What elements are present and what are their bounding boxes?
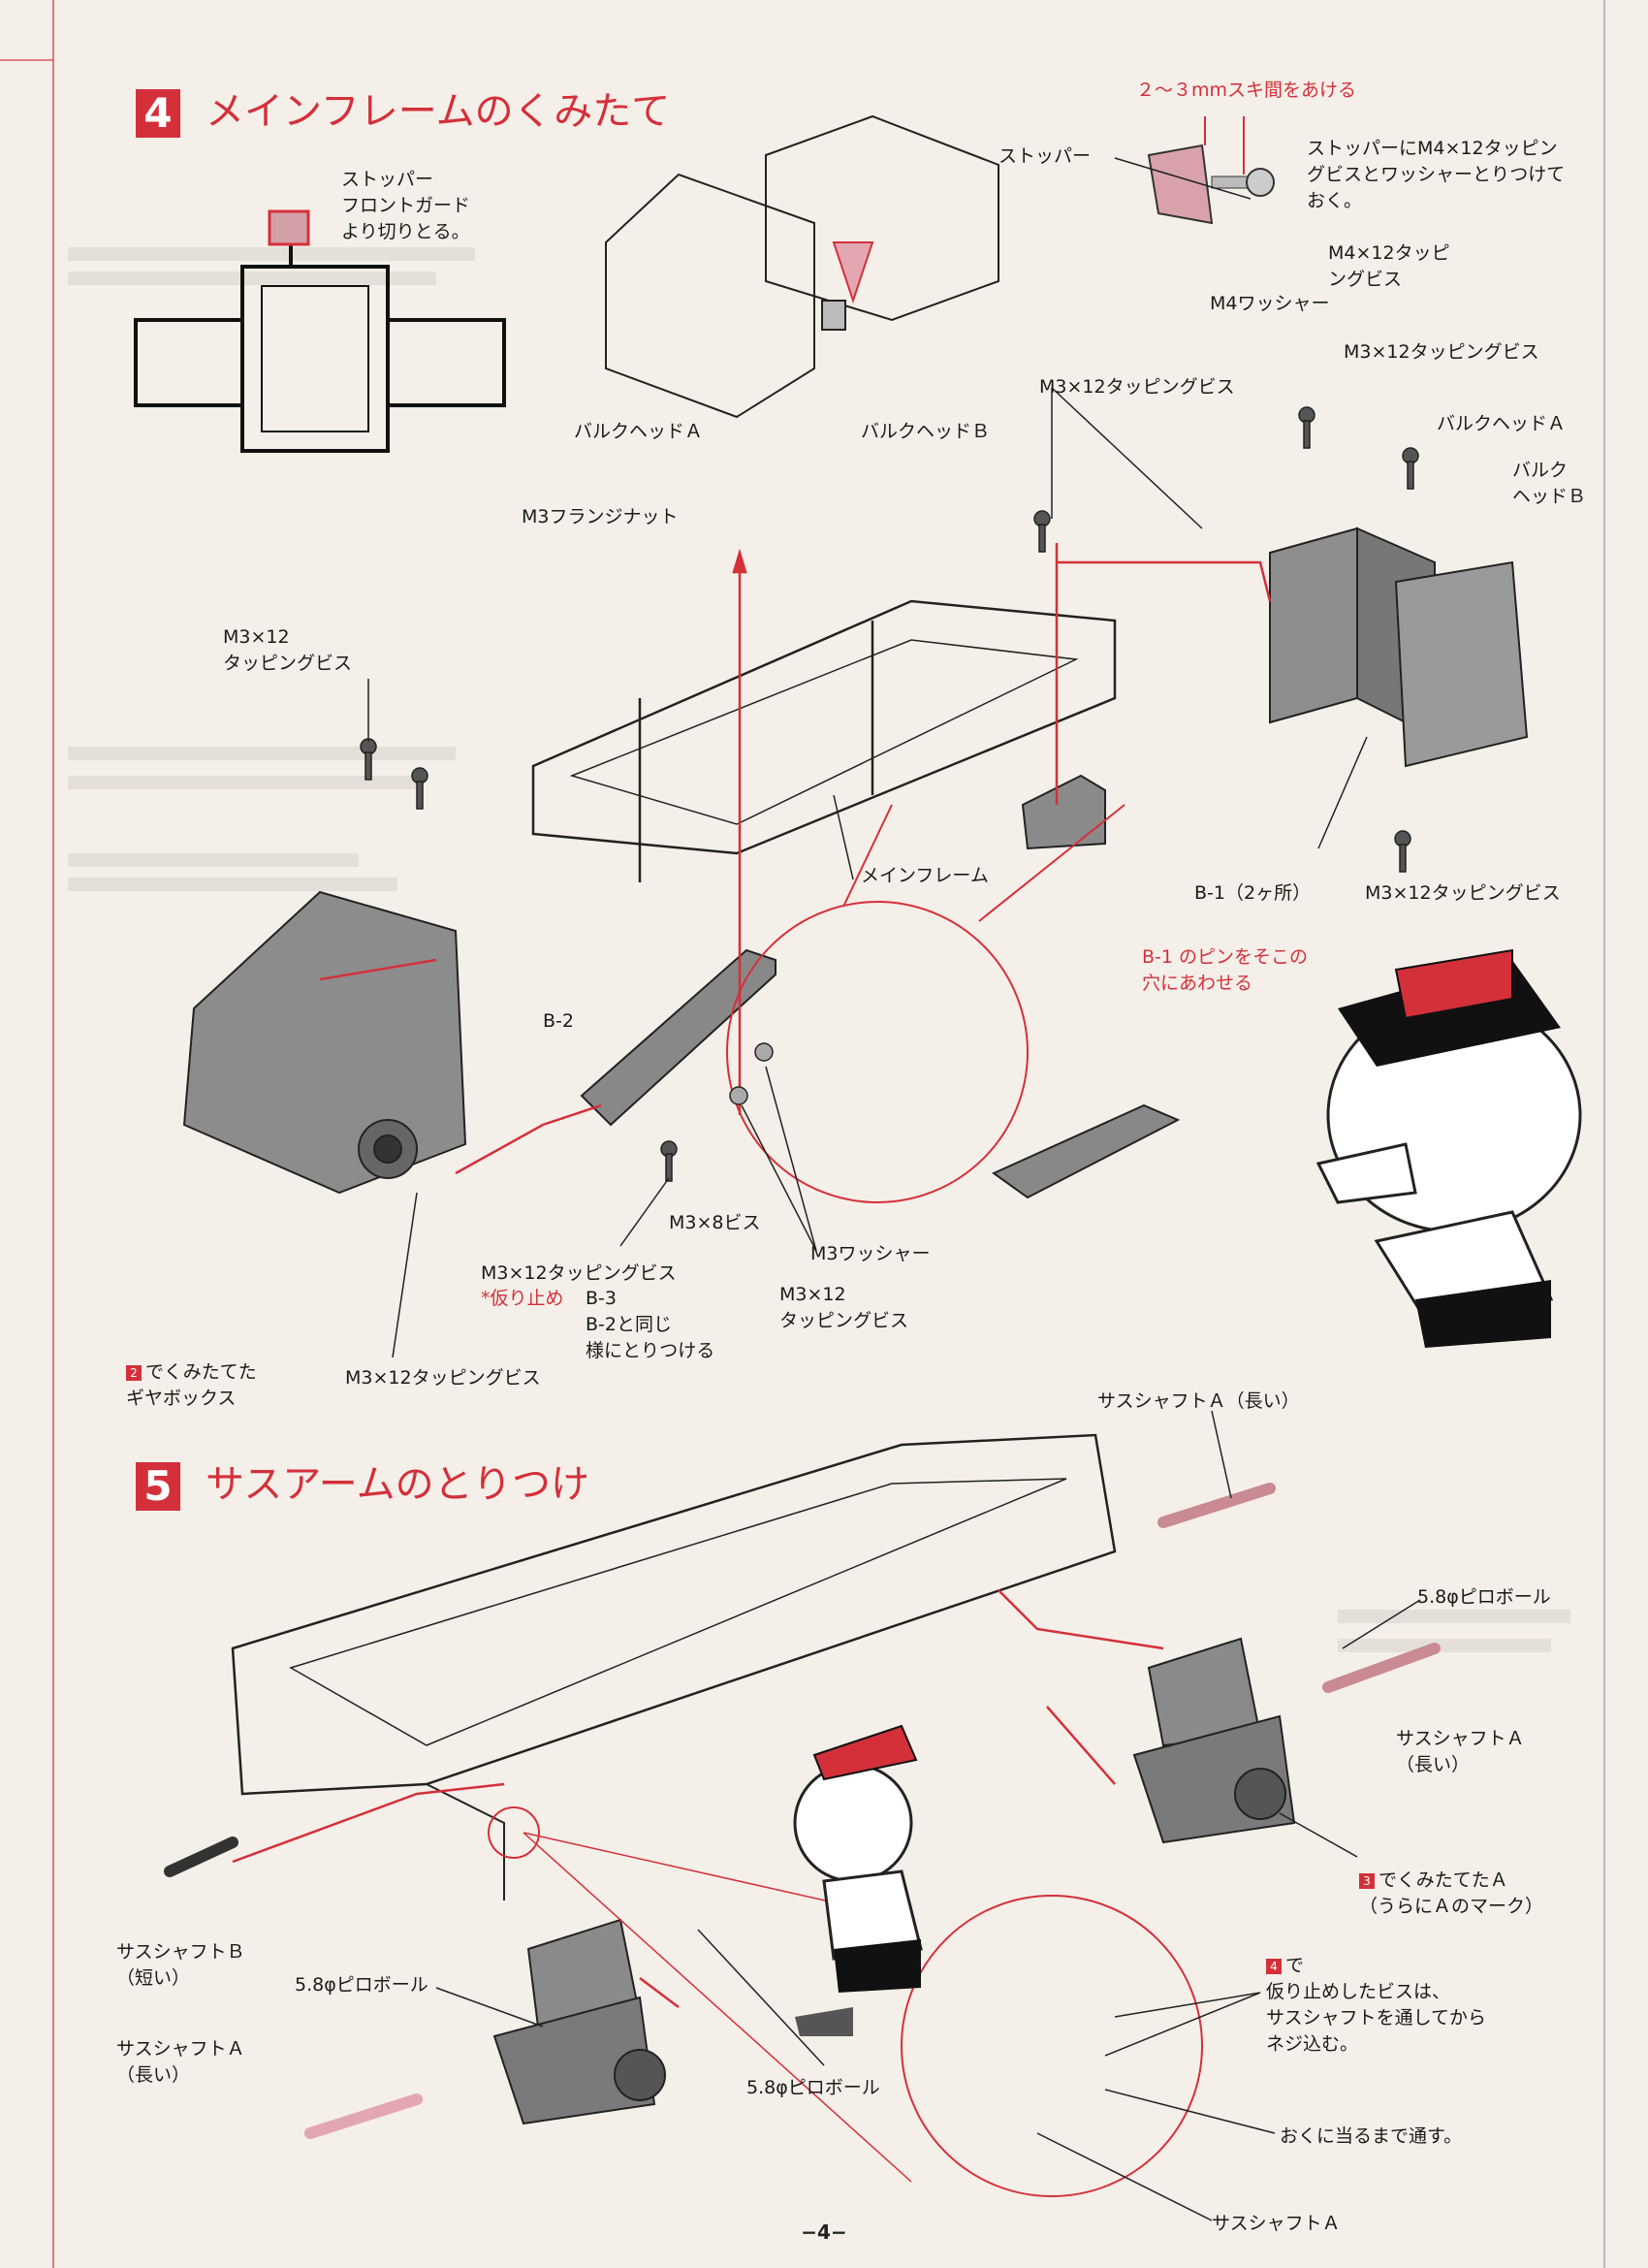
label-assembly-a-text: でくみたてたＡ （うらにＡのマーク） <box>1359 1869 1544 1917</box>
label-temp-fix: *仮り止め <box>481 1288 564 1309</box>
label-pillow-ball-left: 5.8φピロボール <box>295 1974 428 1996</box>
label-through: おくに当るまで通す。 <box>1280 2125 1463 2147</box>
step-2-mark: 2 <box>126 1365 142 1381</box>
label-m3-washer: M3ワッシャー <box>810 1243 931 1264</box>
label-m4-screw: M4×12タッピ ングビス <box>1328 242 1450 290</box>
section-5-number: 5 <box>136 1462 180 1511</box>
label-sus-shaft-a-bottom: サスシャフトＡ <box>1212 2213 1341 2234</box>
label-sus-shaft-a-right: サスシャフトＡ （長い） <box>1396 1728 1525 1775</box>
section-4-title: メインフレームのくみたて <box>206 89 671 134</box>
front-guard-drawing <box>134 209 506 453</box>
label-b3: B-3 B-2と同じ 様にとりつける <box>586 1288 715 1361</box>
main-frame-drawing-5 <box>231 1433 1117 1901</box>
detail-circle-5 <box>901 1895 1203 2197</box>
label-main-frame: メインフレーム <box>861 865 989 886</box>
label-bulkhead-b-2: バルク ヘッドＢ <box>1512 460 1587 507</box>
label-stopper: ストッパー <box>998 145 1092 167</box>
label-m3-screw-center2: M3×12 タッピングビス <box>779 1284 909 1331</box>
label-front-guard: ストッパー フロントガード より切りとる。 <box>341 169 471 242</box>
main-frame-drawing <box>531 599 1117 882</box>
label-m3-screw-top-mid: M3×12タッピングビス <box>1039 376 1235 398</box>
label-m3x8: M3×8ビス <box>669 1212 761 1233</box>
label-gap: ２〜３mmスキ間をあける <box>1136 80 1357 101</box>
label-sus-shaft-a-long-top: サスシャフトＡ（長い） <box>1097 1390 1300 1412</box>
label-sus-shaft-a-left: サスシャフトＡ （長い） <box>116 2038 245 2086</box>
label-b1-pin: B-1 のピンをそこの 穴にあわせる <box>1142 946 1309 994</box>
label-sus-shaft-b: サスシャフトＢ （短い） <box>116 1941 245 1989</box>
label-step4-note-text: で 仮り止めしたビスは、 サスシャフトを通してから ネジ込む。 <box>1266 1955 1487 2055</box>
step-3-mark: 3 <box>1359 1873 1375 1889</box>
assembly-arrows-5 <box>232 1589 1164 2008</box>
label-gearbox-text: でくみたてた ギヤボックス <box>126 1361 257 1409</box>
label-bulkhead-b: バルクヘッドＢ <box>861 421 991 442</box>
bulkhead-sketch-top <box>605 114 999 419</box>
b1-bracket-drawing <box>1021 774 1106 850</box>
mascot-character-5 <box>793 1724 923 2036</box>
screws-4 <box>360 406 1419 1182</box>
stopper-drawing <box>1147 116 1275 225</box>
label-pillow-ball-mid: 5.8φピロボール <box>746 2077 880 2098</box>
mascot-character-4 <box>1315 948 1582 1348</box>
step-4-mark: 4 <box>1266 1959 1282 1974</box>
section-4-number: 4 <box>136 89 180 138</box>
label-bulkhead-a: バルクヘッドＡ <box>574 421 704 442</box>
label-flange-nut: M3フランジナット <box>522 506 679 527</box>
label-b1: B-1（2ヶ所） <box>1194 882 1312 904</box>
b2-arm-drawing <box>580 948 776 1127</box>
suspension-arm-right <box>1132 1637 1296 1844</box>
suspension-arm-left <box>492 1918 666 2125</box>
suspension-shafts <box>164 1483 1441 2139</box>
label-m3-screw-bottom: M3×12タッピングビス <box>345 1367 541 1389</box>
label-m3-screw-center: M3×12タッピングビス <box>481 1262 677 1284</box>
assembly-arrows-4 <box>319 543 1272 1175</box>
label-m4-washer: M4ワッシャー <box>1210 293 1330 314</box>
label-m3-screw-left: M3×12 タッピングビス <box>223 626 353 674</box>
leader-lines <box>367 157 1421 2221</box>
detail-circle <box>726 901 1029 1203</box>
gearbox-drawing <box>182 890 467 1195</box>
label-m3-screw-right-bottom: M3×12タッピングビス <box>1365 882 1561 904</box>
label-bulkhead-a-2: バルクヘッドＡ <box>1437 413 1567 434</box>
section-5-title: サスアームのとりつけ <box>206 1462 589 1507</box>
label-pillow-ball-right: 5.8φピロボール <box>1417 1586 1551 1608</box>
bulkhead-assembly-right <box>1269 527 1529 768</box>
page-number: −4− <box>801 2220 847 2244</box>
label-m3-screw-top-right: M3×12タッピングビス <box>1344 341 1539 363</box>
label-stopper-note: ストッパーにM4×12タッピン グビスとワッシャーとりつけて おく。 <box>1307 138 1566 211</box>
label-b2: B-2 <box>543 1010 574 1032</box>
